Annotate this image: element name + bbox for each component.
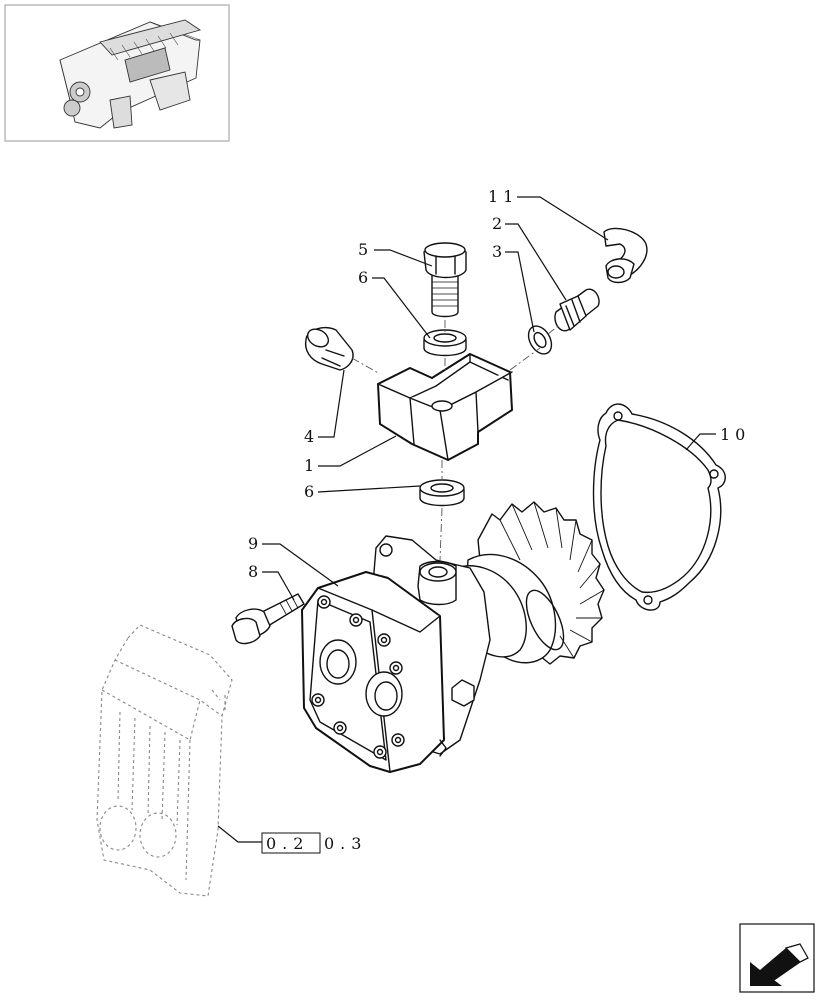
callout-2: 2	[492, 214, 507, 233]
callout-1: 1	[304, 456, 319, 475]
back-arrow-icon[interactable]	[739, 923, 815, 993]
callout-4: 4	[304, 427, 319, 446]
block-part-1	[377, 353, 513, 461]
elbow-part-11	[603, 227, 648, 284]
washer-part-3	[527, 325, 553, 355]
centerline-pump	[439, 507, 443, 561]
callout-3: 3	[492, 242, 507, 261]
bolt-part-8	[231, 593, 305, 645]
gasket-part-10	[592, 403, 726, 611]
washer-part-6-upper	[423, 329, 467, 357]
callout-6-upper: 6	[358, 268, 373, 287]
washer-part-6-lower	[419, 479, 465, 507]
callout-6-lower: 6	[304, 482, 319, 501]
engine-thumbnail-icon[interactable]	[4, 4, 230, 142]
reference-boxed: 0.2	[266, 834, 309, 853]
callout-9: 9	[248, 534, 263, 553]
callout-8: 8	[248, 562, 263, 581]
centerline-connector	[547, 325, 559, 335]
banjo-bolt-part-5	[423, 242, 467, 318]
reference-rest: 0.3	[324, 834, 367, 853]
pump-body-part-9	[301, 501, 605, 773]
callout-11: 11	[488, 187, 518, 206]
callout-10: 10	[720, 425, 750, 444]
leader-lines	[217, 196, 716, 843]
plug-part-4	[304, 326, 354, 371]
centerline-plug	[351, 357, 381, 375]
ghost-housing	[96, 624, 233, 897]
centerline-washer3	[509, 347, 541, 371]
callout-5: 5	[358, 240, 373, 259]
reference-link[interactable]: 0.2 0.3	[261, 832, 367, 854]
connector-part-2	[554, 288, 600, 332]
